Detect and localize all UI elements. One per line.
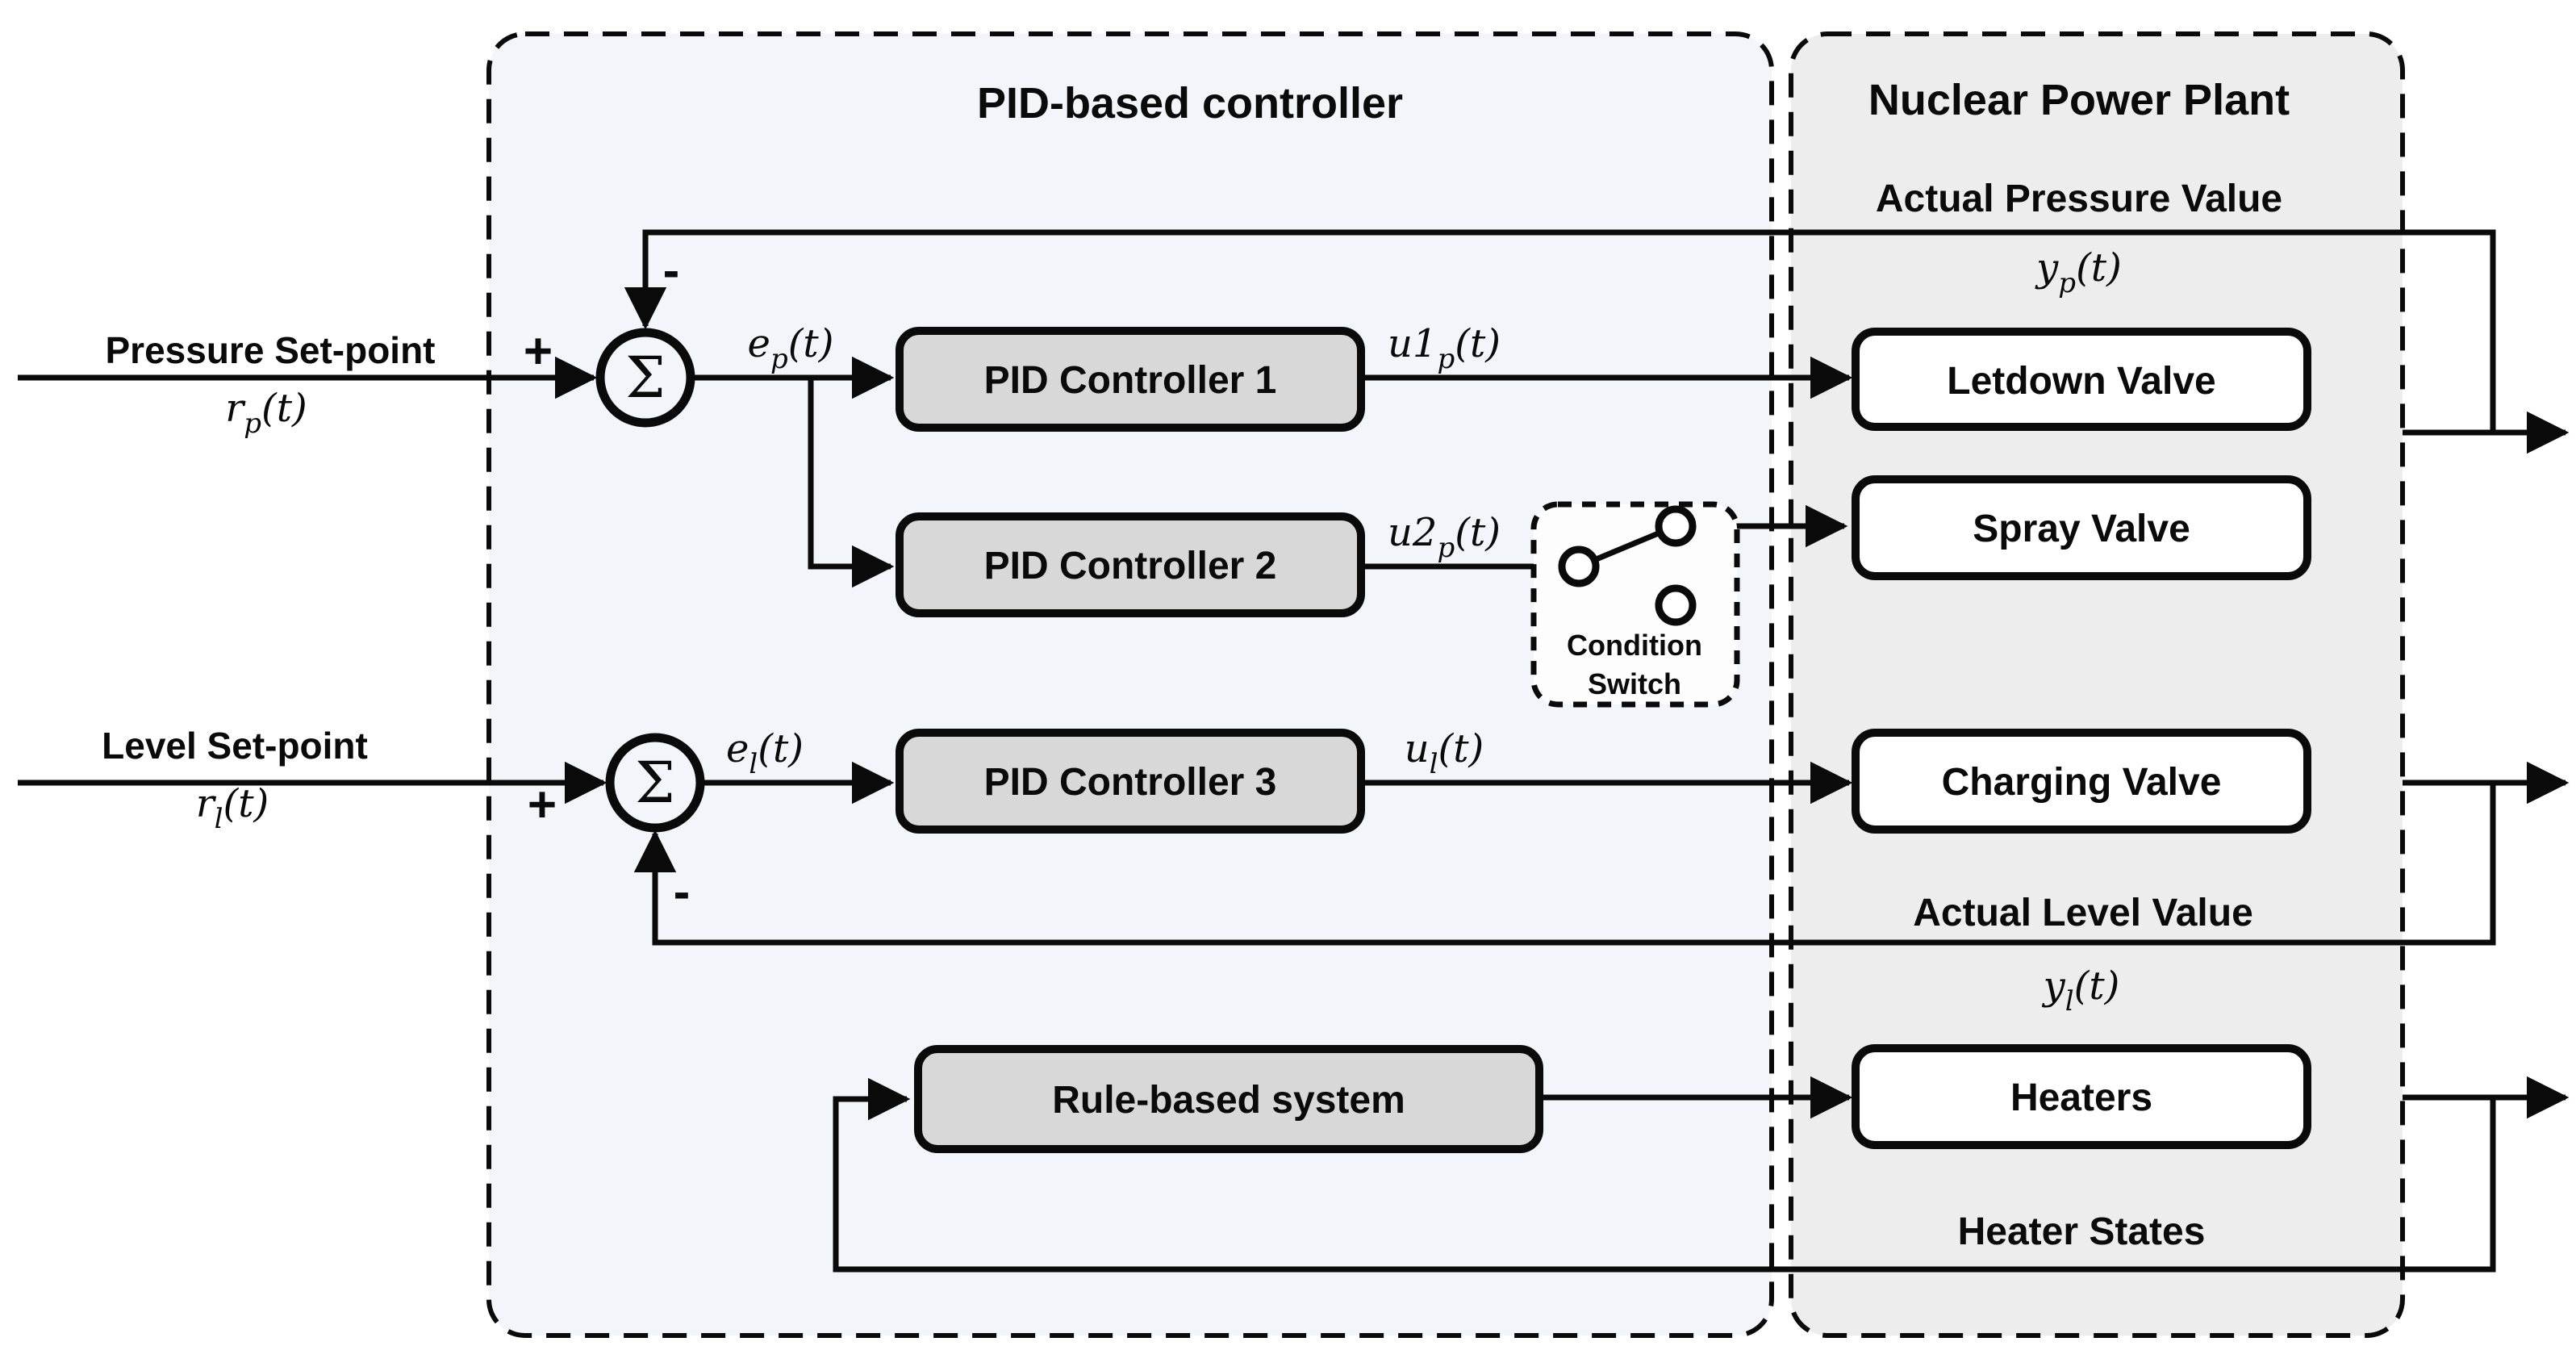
switch-closed-contact-icon	[1655, 505, 1697, 547]
pid-controller-1-block	[896, 327, 1365, 432]
pressure-minus-sign: -	[663, 243, 680, 299]
charging-valve-label: Charging Valve	[1942, 761, 2222, 804]
switch-input-contact-icon	[1558, 545, 1600, 587]
signal-label-ep: ep(t)	[748, 321, 834, 375]
pid-controller-3-block	[896, 729, 1365, 834]
signal-label-u1p: u1p(t)	[1388, 321, 1501, 375]
pressure-feedback-line	[624, 229, 2496, 433]
pid-controller-3-label: PID Controller 3	[984, 761, 1277, 804]
signal-label-el: el(t)	[726, 726, 804, 780]
heaters-block	[1852, 1044, 2311, 1149]
heaters-label: Heaters	[2010, 1076, 2152, 1119]
signal-label-u2p: u2p(t)	[1388, 510, 1501, 564]
spray-valve-label: Spray Valve	[1973, 508, 2190, 550]
actual-level-value-label: Actual Level Value	[1913, 892, 2253, 934]
level-setpoint-label: Level Set-point	[102, 725, 368, 767]
condition-switch-label-line2: Switch	[1588, 667, 1681, 700]
pressure-sum-junction	[595, 328, 695, 428]
pressure-plus-sign: +	[524, 324, 553, 379]
pid-controller-2-label: PID Controller 2	[984, 545, 1277, 587]
charging-valve-block	[1852, 729, 2311, 834]
level-minus-sign: -	[674, 864, 691, 920]
signal-label-ul: ul(t)	[1405, 726, 1484, 780]
signal-label-yp: yp(t)	[2035, 245, 2122, 299]
pressure-error-branch-arrow	[808, 378, 895, 588]
pid-controller-2-block	[896, 512, 1365, 617]
signal-label-yl: yl(t)	[2042, 963, 2120, 1018]
level-feedback-line	[633, 783, 2496, 946]
pid-controller-panel	[486, 31, 1774, 1338]
level-sum-sigma-icon: Σ	[635, 750, 675, 816]
spray-valve-block	[1852, 475, 2311, 580]
rule-based-system-block	[914, 1045, 1543, 1153]
pressure-setpoint-signal: rp(t)	[225, 386, 307, 440]
pressure-setpoint-label: Pressure Set-point	[106, 329, 436, 371]
pressure-sum-sigma-icon: Σ	[625, 345, 666, 411]
plant-panel-title: Nuclear Power Plant	[1868, 76, 2290, 124]
heater-states-label: Heater States	[1958, 1210, 2206, 1253]
controller-panel-title: PID-based controller	[977, 79, 1403, 127]
switch-open-contact-icon	[1655, 584, 1697, 626]
level-setpoint-signal: rl(t)	[196, 781, 269, 835]
letdown-valve-block	[1852, 328, 2311, 431]
actual-pressure-value-label: Actual Pressure Value	[1876, 178, 2282, 220]
rule-based-system-label: Rule-based system	[1052, 1079, 1405, 1122]
pid-controller-1-label: PID Controller 1	[984, 359, 1277, 402]
heater-states-feedback-line	[833, 1077, 2496, 1273]
condition-switch-label-line1: Condition	[1567, 629, 1702, 662]
level-plus-sign: +	[528, 777, 557, 833]
level-sum-junction	[605, 733, 705, 833]
letdown-valve-label: Letdown Valve	[1947, 360, 2215, 403]
